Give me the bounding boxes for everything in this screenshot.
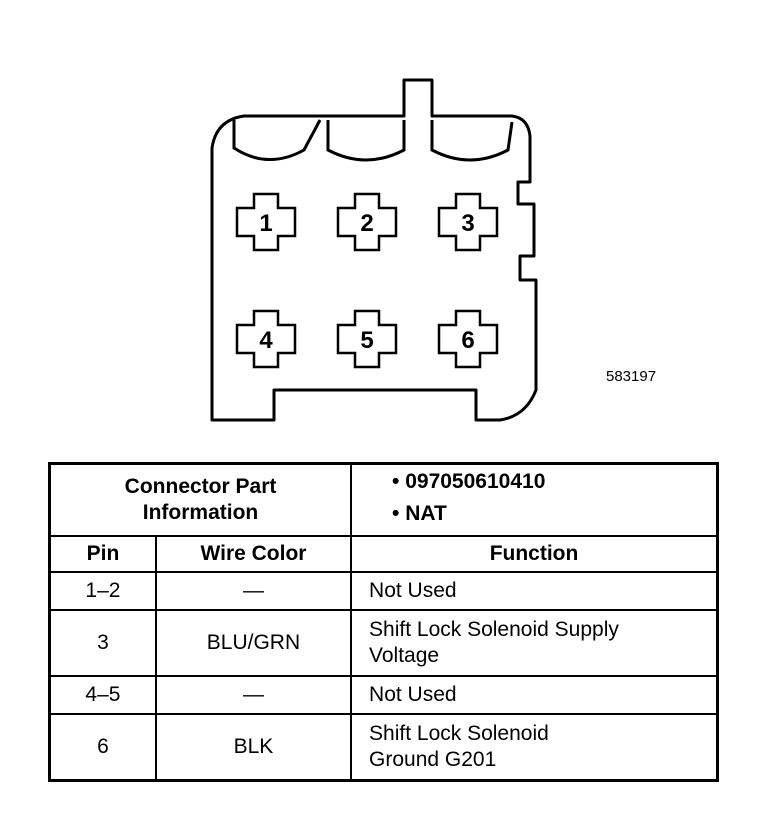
table-row: 1–2 — Not Used: [48, 571, 719, 611]
figure-id: 583197: [606, 368, 657, 385]
pin-cavity-2: [336, 192, 398, 252]
part-number-item: • NAT: [392, 502, 447, 525]
latch-scallop-left: [232, 119, 322, 161]
pin-cavity-3: [437, 192, 499, 252]
pin-cell: 4–5: [48, 675, 157, 715]
part-number-item: • 097050610410: [392, 470, 546, 493]
pin-cavity-1: [235, 192, 297, 252]
pin-label-5: 5: [360, 327, 373, 354]
pin-cavity-5: [336, 309, 398, 369]
function-cell: Not Used: [350, 571, 719, 611]
pin-cavity-4: [235, 309, 297, 369]
pin-label-1: 1: [259, 210, 272, 237]
function-cell: Not Used: [350, 675, 719, 715]
connector-pinout-table: Connector Part Information • 09705061041…: [48, 462, 719, 782]
part-number-list: • 097050610410 • NAT: [350, 462, 719, 537]
wire-color-cell: BLK: [154, 713, 353, 782]
connector-housing: [210, 78, 538, 422]
connector-part-info-label: Connector Part Information: [48, 462, 353, 537]
header-function: Function: [350, 535, 719, 573]
pin-label-4: 4: [259, 327, 273, 354]
pin-label-6: 6: [461, 327, 474, 354]
connector-face-diagram: 1 2 3 4 5 6: [210, 78, 538, 422]
latch-scallop-right: [430, 120, 514, 162]
table-row: 4–5 — Not Used: [48, 675, 719, 715]
pin-label-2: 2: [360, 210, 373, 237]
header-row: Pin Wire Color Function: [48, 535, 719, 573]
header-pin: Pin: [48, 535, 157, 573]
pin-cell: 1–2: [48, 571, 157, 611]
pin-label-3: 3: [461, 210, 474, 237]
info-label-line2: Information: [142, 501, 259, 524]
wire-color-cell: —: [154, 675, 353, 715]
header-wire-color: Wire Color: [154, 535, 353, 573]
connector-info-row: Connector Part Information • 09705061041…: [48, 462, 719, 537]
pin-cavities: 1 2 3 4 5 6: [235, 192, 499, 369]
latch-scallop-middle: [326, 120, 406, 162]
pin-cell: 6: [48, 713, 157, 782]
pin-cell: 3: [48, 609, 157, 677]
wire-color-cell: BLU/GRN: [154, 609, 353, 677]
wire-color-cell: —: [154, 571, 353, 611]
info-label-line1: Connector Part: [124, 475, 277, 498]
pin-cavity-6: [437, 309, 499, 369]
